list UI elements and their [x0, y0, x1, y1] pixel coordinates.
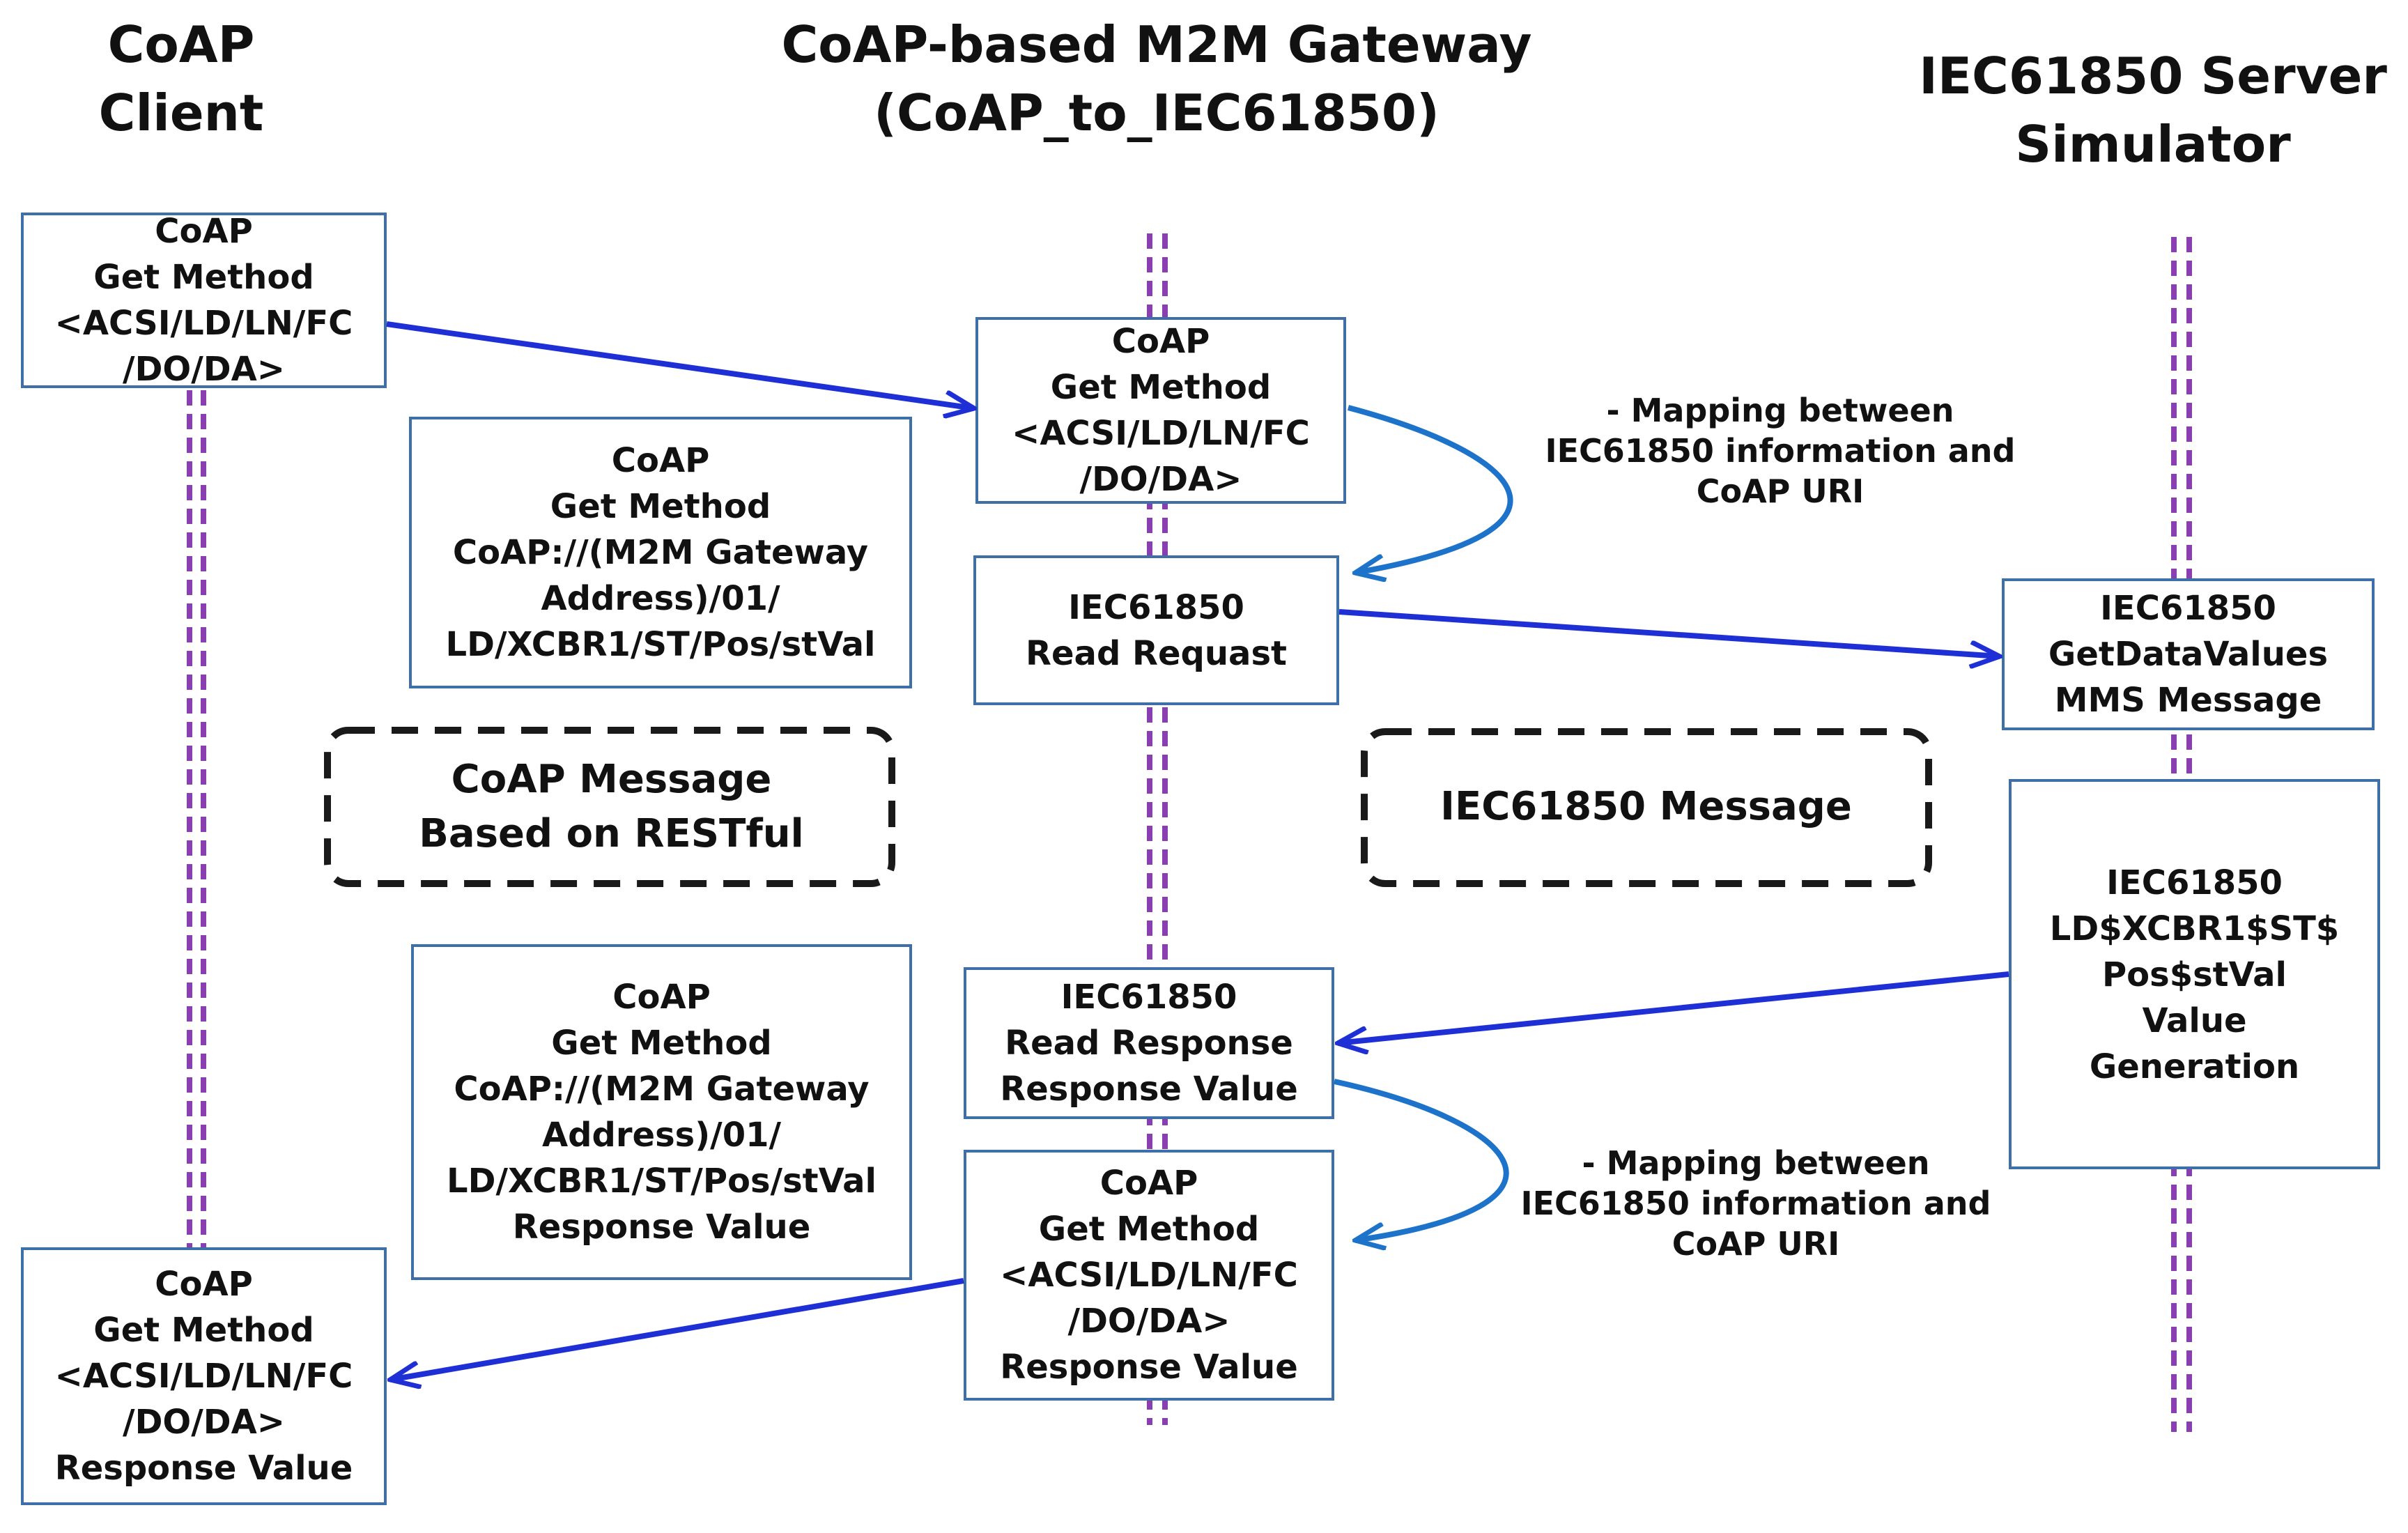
uri-response-box: CoAP Get Method CoAP://(M2M Gateway Addr… — [411, 944, 912, 1280]
arrow-client-to-gateway — [386, 321, 974, 408]
uri-request-box: CoAP Get Method CoAP://(M2M Gateway Addr… — [409, 417, 912, 688]
server-title: IEC61850 Server Simulator — [1919, 47, 2387, 174]
arrow-server-to-gateway — [1338, 971, 2009, 1043]
arrow-gateway-to-client — [390, 1278, 964, 1380]
mapping-note-bottom: - Mapping between IEC61850 information a… — [1520, 1144, 1991, 1263]
gateway-title: CoAP-based M2M Gateway (CoAP_to_IEC61850… — [781, 15, 1532, 142]
client-request-box: CoAP Get Method <ACSI/LD/LN/FC /DO/DA> — [21, 212, 387, 389]
iec-message-label: IEC61850 Message — [1440, 784, 1852, 829]
arrow-gateway-to-server — [1338, 609, 2000, 656]
read-request-box: IEC61850 Read Requast — [973, 555, 1339, 705]
value-generation-box: IEC61850 LD$XCBR1$ST$ Pos$stVal Value Ge… — [2009, 779, 2380, 1169]
read-response-box: IEC61850 Read Response Response Value — [964, 967, 1334, 1119]
iec-message-dashed-border — [1361, 728, 1932, 887]
client-response-box: CoAP Get Method <ACSI/LD/LN/FC /DO/DA> R… — [21, 1247, 387, 1505]
gateway-coap-response-box: CoAP Get Method <ACSI/LD/LN/FC /DO/DA> R… — [964, 1150, 1334, 1401]
mapping-note-top: - Mapping between IEC61850 information a… — [1545, 392, 2016, 510]
getdatavalues-box: IEC61850 GetDataValues MMS Message — [2002, 578, 2375, 730]
arrow-mapping-request — [1347, 405, 1513, 573]
client-title: CoAP Client — [98, 15, 264, 142]
coap-message-dashed-border — [324, 727, 895, 887]
client-lifeline — [187, 390, 206, 1247]
coap-message-label: CoAP Message Based on RESTful — [419, 756, 804, 856]
arrow-mapping-response — [1334, 1079, 1509, 1240]
gateway-coap-request-box: CoAP Get Method <ACSI/LD/LN/FC /DO/DA> — [975, 317, 1346, 504]
